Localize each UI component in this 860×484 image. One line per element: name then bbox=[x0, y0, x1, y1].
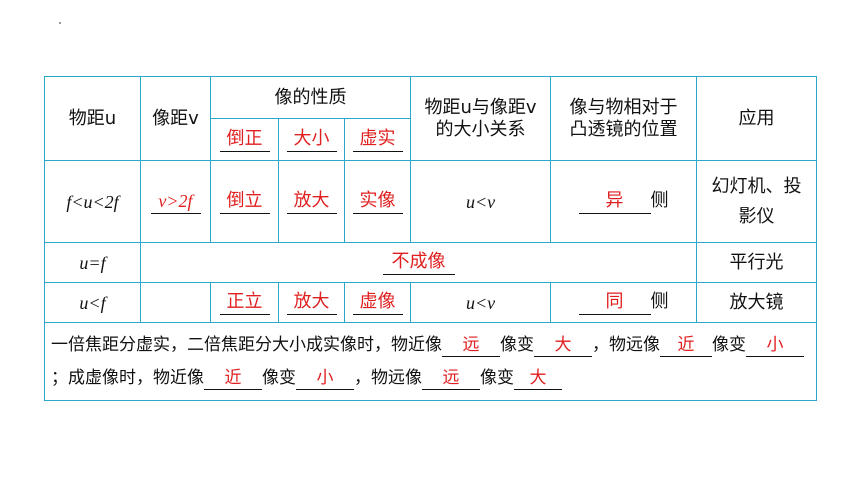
note-text-2: 像变 bbox=[500, 334, 534, 355]
row2-u: u=f bbox=[44, 242, 141, 283]
note-text-1: 一倍焦距分虚实，二倍焦距分大小成实像时，物近像 bbox=[51, 334, 442, 355]
note-answer-4: 小 bbox=[746, 334, 804, 357]
header-orientation: 倒正 bbox=[210, 118, 279, 161]
header-image-distance: 像距v bbox=[140, 76, 211, 161]
convex-lens-imaging-table: 物距u 像距v 像的性质 物距u与像距v的大小关系 像与物相对于凸透镜的位置 应… bbox=[43, 76, 818, 401]
row1-orientation-cell: 倒立 bbox=[210, 160, 279, 243]
header-object-distance: 物距u bbox=[44, 76, 141, 161]
note-answer-5: 近 bbox=[204, 367, 262, 390]
row1-side-cell: 异侧 bbox=[550, 160, 698, 243]
row1-u: f<u<2f bbox=[44, 160, 141, 243]
note-answer-1: 远 bbox=[442, 334, 500, 357]
table-row: u=f 不成像 平行光 bbox=[44, 242, 818, 283]
row3-side-suffix: 侧 bbox=[650, 291, 669, 312]
row2-result-cell: 不成像 bbox=[139, 242, 698, 283]
note-answer-7: 远 bbox=[422, 367, 480, 390]
note-text-4: 像变 bbox=[712, 334, 746, 355]
header-image-nature: 像的性质 bbox=[209, 76, 412, 119]
row3-u: u<f bbox=[44, 282, 141, 323]
row3-orientation-cell: 正立 bbox=[210, 282, 279, 323]
row3-orientation: 正立 bbox=[219, 290, 270, 315]
note-answer-6: 小 bbox=[296, 367, 354, 390]
header-relation: 物距u与像距v的大小关系 bbox=[410, 76, 552, 161]
row3-application: 放大镜 bbox=[696, 282, 818, 323]
row1-kind-cell: 实像 bbox=[343, 160, 412, 243]
stray-dot bbox=[59, 22, 61, 24]
row1-application: 幻灯机、投影仪 bbox=[696, 160, 818, 243]
kind-label: 虚实 bbox=[352, 127, 403, 152]
summary-row: 一倍焦距分虚实，二倍焦距分大小成实像时，物近像远像变大，物远像近像变小；成虚像时… bbox=[43, 322, 818, 401]
header-application: 应用 bbox=[696, 76, 818, 161]
row3-kind: 虚像 bbox=[352, 290, 403, 315]
row2-application: 平行光 bbox=[696, 242, 818, 283]
header-position: 像与物相对于凸透镜的位置 bbox=[550, 76, 698, 161]
row3-side: 同 bbox=[578, 290, 651, 315]
row1-size-cell: 放大 bbox=[278, 160, 345, 243]
note-answer-2: 大 bbox=[534, 334, 592, 357]
summary-note: 一倍焦距分虚实，二倍焦距分大小成实像时，物近像远像变大，物远像近像变小；成虚像时… bbox=[43, 322, 818, 401]
row1-side: 异 bbox=[578, 189, 651, 214]
row1-relation: u<v bbox=[410, 160, 552, 243]
row3-kind-cell: 虚像 bbox=[343, 282, 412, 323]
note-text-5: ；成虚像时，物近像 bbox=[51, 367, 204, 388]
orientation-label: 倒正 bbox=[219, 127, 270, 152]
note-answer-3: 近 bbox=[660, 334, 712, 357]
row1-kind: 实像 bbox=[352, 189, 403, 214]
row3-size: 放大 bbox=[286, 290, 337, 315]
header-kind: 虚实 bbox=[343, 118, 412, 161]
row3-side-cell: 同侧 bbox=[550, 282, 698, 323]
row1-v-cell: v>2f bbox=[140, 160, 211, 243]
row3-v bbox=[140, 282, 211, 323]
note-text-3: ，物远像 bbox=[592, 334, 660, 355]
row1-orientation: 倒立 bbox=[219, 189, 270, 214]
row3-size-cell: 放大 bbox=[278, 282, 345, 323]
table-row: u<f 正立 放大 虚像 u<v 同侧 放大镜 bbox=[44, 282, 818, 323]
row1-size: 放大 bbox=[286, 189, 337, 214]
note-text-6: 像变 bbox=[262, 367, 296, 388]
note-text-7: ，物远像 bbox=[354, 367, 422, 388]
row2-result: 不成像 bbox=[382, 250, 455, 275]
header-size: 大小 bbox=[278, 118, 345, 161]
table-row: f<u<2f v>2f 倒立 放大 实像 u<v 异侧 幻灯机、投影仪 bbox=[44, 160, 818, 243]
row3-relation: u<v bbox=[410, 282, 552, 323]
size-label: 大小 bbox=[286, 127, 337, 152]
note-text-8: 像变 bbox=[480, 367, 514, 388]
row1-side-suffix: 侧 bbox=[650, 190, 669, 211]
note-answer-8: 大 bbox=[514, 367, 562, 390]
row1-v: v>2f bbox=[150, 189, 201, 214]
